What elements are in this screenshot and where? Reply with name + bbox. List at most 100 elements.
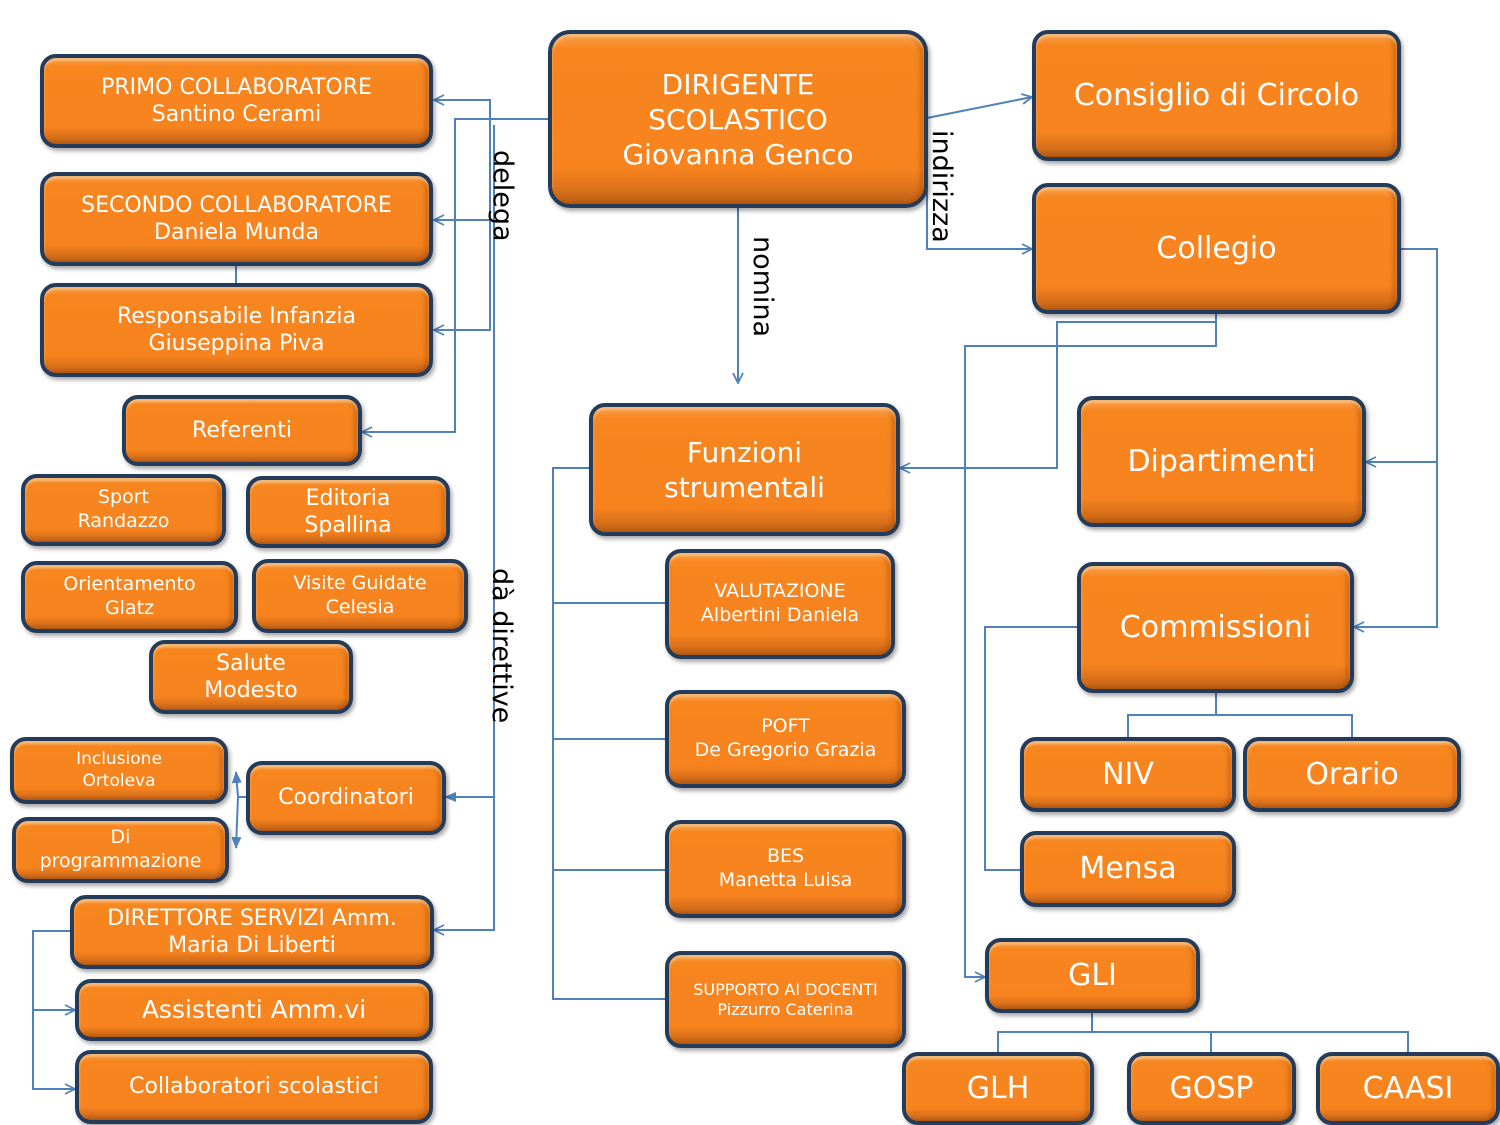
node-referente-sport[interactable]: Sport Randazzo <box>21 474 226 546</box>
node-title: Dipartimenti <box>1127 443 1316 479</box>
node-coordinatori[interactable]: Coordinatori <box>246 761 446 835</box>
connector-head-to-referenti <box>362 118 548 432</box>
edge-label-nomina: nomina <box>747 236 778 338</box>
node-gosp[interactable]: GOSP <box>1127 1052 1296 1125</box>
connector-collegio-to-dipartimenti <box>1366 248 1438 462</box>
node-title: strumentali <box>664 470 825 504</box>
node-title: Orario <box>1305 756 1399 792</box>
node-gli[interactable]: GLI <box>985 938 1200 1013</box>
node-commissioni[interactable]: Commissioni <box>1077 562 1354 693</box>
node-direttore-servizi[interactable]: DIRETTORE SERVIZI Amm. Maria Di Liberti <box>70 895 434 969</box>
node-funzione-poft[interactable]: POFT De Gregorio Grazia <box>665 690 906 788</box>
node-title: DIRETTORE SERVIZI Amm. <box>107 905 397 931</box>
node-referente-editoria[interactable]: Editoria Spallina <box>246 476 450 548</box>
node-title: Coordinatori <box>278 785 414 811</box>
node-title: Sport <box>97 486 149 509</box>
node-title: Mensa <box>1079 851 1177 887</box>
edge-label-indirizza: indirizza <box>926 130 957 243</box>
connector-head-to-consiglio <box>926 97 1032 119</box>
node-responsabile-infanzia[interactable]: Responsabile Infanzia Giuseppina Piva <box>40 283 433 377</box>
node-title: Responsabile Infanzia <box>116 303 357 329</box>
node-collaboratori-scolastici[interactable]: Collaboratori scolastici <box>75 1050 433 1124</box>
node-person-name: Celesia <box>325 596 395 618</box>
connector-collegio-to-gli <box>964 322 1217 977</box>
node-person-name: Albertini Daniela <box>700 604 860 626</box>
connector-commissioni-to-mensa <box>984 626 1080 871</box>
node-person-name: Daniela Munda <box>154 220 319 245</box>
connector-commissioni-to-niv-orario <box>1127 693 1353 739</box>
node-title: Commissioni <box>1119 609 1312 645</box>
node-person-name: Modesto <box>204 678 298 703</box>
node-title: CAASI <box>1362 1070 1454 1106</box>
node-person-name: De Gregorio Grazia <box>694 739 877 761</box>
node-commissione-mensa[interactable]: Mensa <box>1020 831 1236 907</box>
node-referente-salute[interactable]: Salute Modesto <box>149 640 353 714</box>
node-title: GOSP <box>1169 1070 1254 1106</box>
node-dipartimenti[interactable]: Dipartimenti <box>1077 396 1366 527</box>
node-assistenti-amministrativi[interactable]: Assistenti Amm.vi <box>75 979 433 1041</box>
node-funzione-supporto-docenti[interactable]: SUPPORTO AI DOCENTI Pizzurro Caterina <box>665 951 906 1048</box>
edge-label-da-direttive: dà direttive <box>486 568 517 724</box>
node-title: SCOLASTICO <box>648 102 828 136</box>
edge-label-delega: delega <box>487 150 518 242</box>
node-coordinatore-programmazione[interactable]: Di programmazione <box>12 817 229 883</box>
node-commissione-orario[interactable]: Orario <box>1243 737 1461 812</box>
node-collegio[interactable]: Collegio <box>1032 183 1401 314</box>
node-dirigente-scolastico[interactable]: DIRIGENTE SCOLASTICO Giovanna Genco <box>548 30 928 208</box>
node-title: POFT <box>761 715 810 738</box>
node-title: Collegio <box>1156 230 1277 266</box>
node-person-name: Santino Cerami <box>151 102 322 127</box>
node-title: Inclusione <box>76 749 162 770</box>
node-referente-visite-guidate[interactable]: Visite Guidate Celesia <box>252 559 468 633</box>
connector-delega-to-infanzia <box>434 220 491 330</box>
node-person-name: Giuseppina Piva <box>148 331 325 356</box>
connector-gli-to-subgroups <box>997 1011 1409 1053</box>
node-coordinatore-inclusione[interactable]: Inclusione Ortoleva <box>10 737 228 804</box>
node-caasi[interactable]: CAASI <box>1316 1052 1500 1125</box>
node-title: GLH <box>966 1070 1030 1106</box>
node-person-name: Spallina <box>304 513 392 538</box>
node-title: VALUTAZIONE <box>714 580 846 603</box>
node-funzioni-strumentali[interactable]: Funzioni strumentali <box>589 403 900 536</box>
connector-coordinatori-to-programmazione <box>231 796 242 849</box>
connector-head-to-direttore <box>434 797 495 930</box>
node-commissione-niv[interactable]: NIV <box>1020 737 1236 812</box>
connector-collegio-to-funzioni <box>900 314 1217 468</box>
node-title: Visite Guidate <box>293 572 427 595</box>
node-title: Salute <box>216 650 286 676</box>
node-title: Consiglio di Circolo <box>1073 77 1360 113</box>
node-title: BES <box>766 845 805 868</box>
node-consiglio-di-circolo[interactable]: Consiglio di Circolo <box>1032 30 1401 161</box>
node-funzione-valutazione[interactable]: VALUTAZIONE Albertini Daniela <box>665 549 895 659</box>
node-title: SUPPORTO AI DOCENTI <box>693 979 878 999</box>
node-title: SECONDO COLLABORATORE <box>81 192 392 218</box>
connector-coordinatori-to-inclusione <box>231 771 242 798</box>
node-title: PRIMO COLLABORATORE <box>101 74 372 100</box>
node-title: NIV <box>1102 756 1154 792</box>
node-funzione-bes[interactable]: BES Manetta Luisa <box>665 820 906 918</box>
node-person-name: Pizzurro Caterina <box>717 999 854 1019</box>
node-title: GLI <box>1068 957 1117 993</box>
node-primo-collaboratore[interactable]: PRIMO COLLABORATORE Santino Cerami <box>40 54 433 148</box>
node-glh[interactable]: GLH <box>902 1052 1094 1125</box>
node-title: Orientamento <box>63 573 196 596</box>
node-title: Assistenti Amm.vi <box>141 995 367 1025</box>
node-person-name: Ortoleva <box>82 770 156 791</box>
node-title: Collaboratori scolastici <box>129 1074 379 1100</box>
node-person-name: Giovanna Genco <box>622 137 854 171</box>
node-title: Referenti <box>192 417 292 443</box>
connector-direttore-to-assistenti <box>32 930 75 1010</box>
node-person-name: Randazzo <box>77 510 170 532</box>
node-title: DIRIGENTE <box>661 67 815 101</box>
node-title: Di <box>110 826 131 849</box>
node-referente-orientamento[interactable]: Orientamento Glatz <box>21 561 238 633</box>
node-secondo-collaboratore[interactable]: SECONDO COLLABORATORE Daniela Munda <box>40 172 433 266</box>
node-person-name: Maria Di Liberti <box>168 933 336 958</box>
node-person-name: Manetta Luisa <box>718 869 853 891</box>
connector-collegio-to-commissioni <box>1354 462 1438 627</box>
node-person-name: Glatz <box>104 597 155 619</box>
node-referenti[interactable]: Referenti <box>122 395 362 466</box>
node-person-name: programmazione <box>39 850 202 872</box>
node-title: Editoria <box>305 485 391 511</box>
